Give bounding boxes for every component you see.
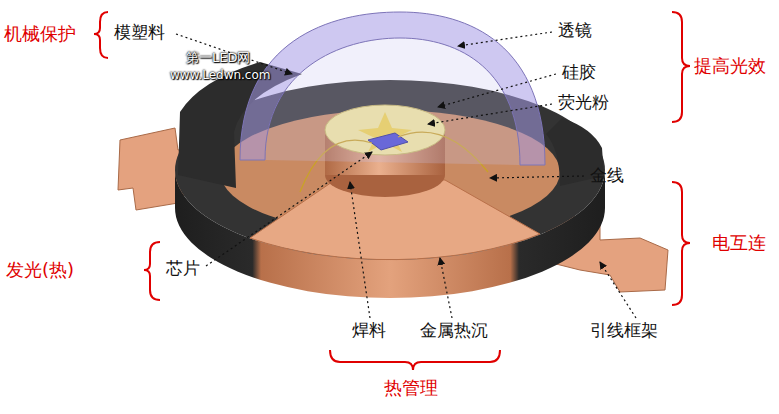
leader-line [440,258,452,318]
part-label: 金线 [590,165,624,185]
bracket [94,12,108,58]
part-label: 透镜 [558,20,592,40]
part-label: 模塑料 [114,22,165,42]
leader-line [458,32,552,46]
leader-line [490,176,584,178]
part-label: 芯片 [166,258,200,278]
leader-line [350,182,370,318]
part-label: 金属热沉 [420,320,488,340]
watermark: 第一LED网 [186,50,250,66]
group-label: 发光(热) [6,259,74,281]
part-label: 焊料 [352,320,386,340]
leader-line [600,262,636,318]
part-label: 引线框架 [590,320,658,340]
part-label: 荧光粉 [558,92,609,112]
leader-line [206,152,372,266]
bracket [330,350,500,370]
bracket [144,242,160,300]
leader-line [438,74,556,107]
lens-shell [240,12,545,165]
watermark: www.Ledwn.com [170,68,271,82]
leader-line [428,104,552,124]
group-label: 提高光效 [694,55,766,77]
bracket [672,182,690,305]
part-label: 硅胶 [562,62,596,82]
group-label: 热管理 [384,377,438,399]
bracket [672,12,690,122]
group-label: 机械保护 [4,23,76,45]
group-label: 电互连 [712,232,766,254]
